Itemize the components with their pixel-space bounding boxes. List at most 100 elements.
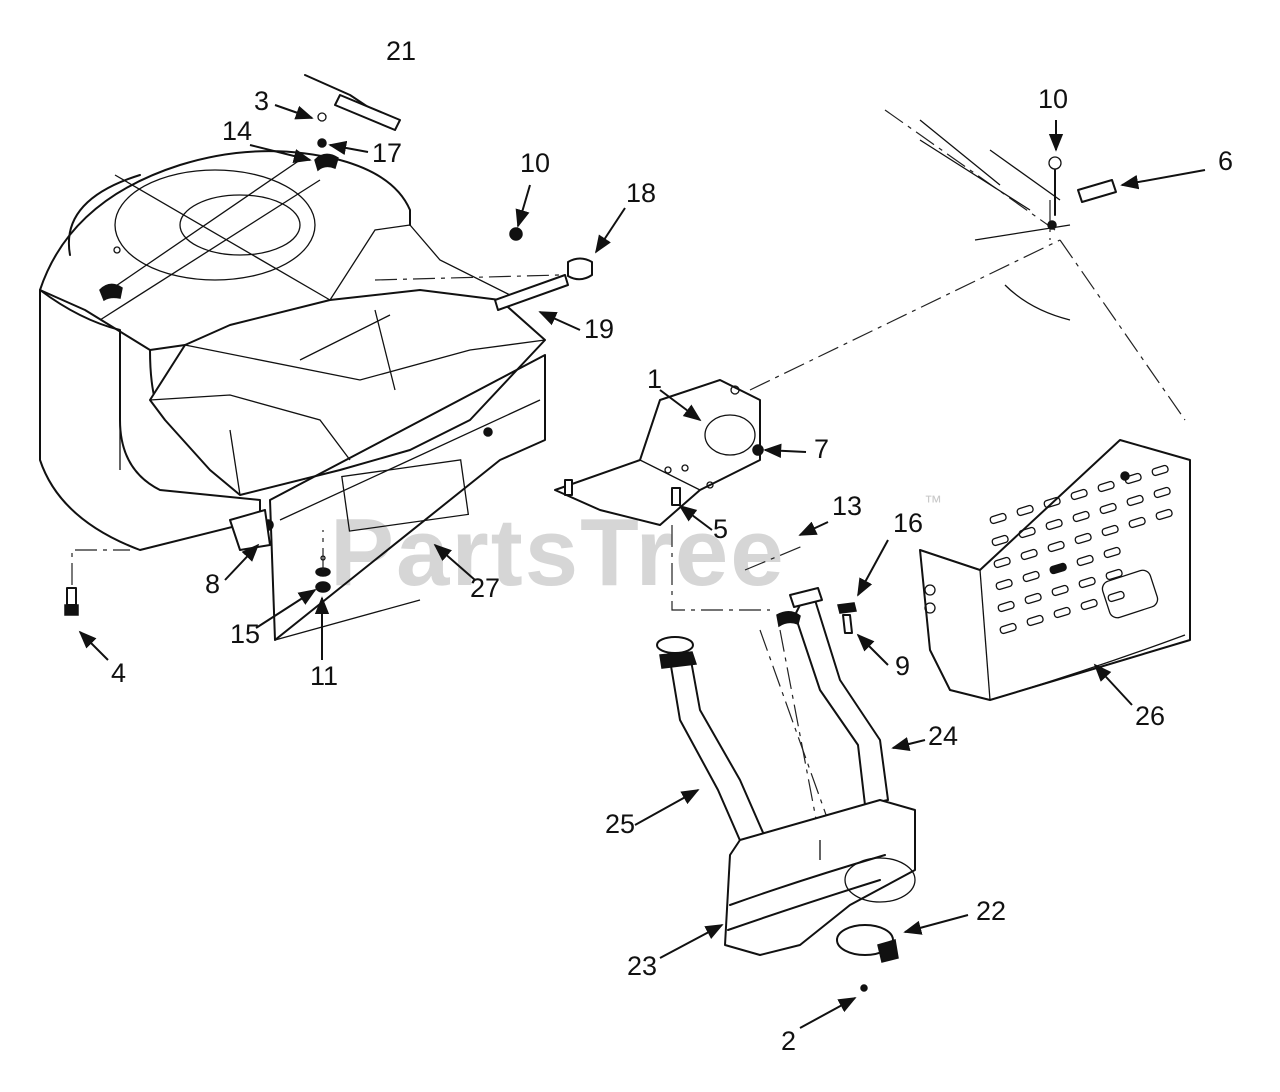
- callout-leader-25: [634, 789, 700, 826]
- callout-leader-18: [595, 207, 626, 254]
- callout-leader-22: [903, 914, 969, 935]
- exhaust-pipes: [656, 587, 889, 869]
- grille-slot: [1128, 516, 1146, 529]
- grille-26: [919, 439, 1191, 701]
- grille-slots: [989, 464, 1173, 635]
- callout-leader-4: [78, 630, 109, 661]
- callout-leader-10: [515, 184, 531, 228]
- callout-leader-1: [659, 389, 702, 422]
- grille-slot: [1074, 532, 1092, 545]
- callout-label-5: 5: [713, 514, 728, 544]
- callout-label-27: 27: [470, 573, 500, 603]
- callout-leader-7: [763, 443, 807, 458]
- callout-leader-19: [538, 311, 581, 331]
- grille-slot: [993, 556, 1011, 569]
- grille-slot: [1097, 480, 1115, 493]
- callout-label-15: 15: [230, 619, 260, 649]
- callout-label-23: 23: [627, 951, 657, 981]
- assembly-lines: [71, 109, 1186, 841]
- grille-slot: [1022, 570, 1040, 583]
- grille-slot: [1045, 518, 1063, 531]
- callout-leader-6: [1120, 169, 1206, 190]
- grille-slot: [1126, 494, 1144, 507]
- callout-label-9: 9: [895, 651, 910, 681]
- callout-label-25: 25: [605, 809, 635, 839]
- grille-slot: [999, 622, 1017, 635]
- callout-leader-24: [891, 737, 926, 752]
- callout-leader-2: [799, 997, 857, 1029]
- callout-label-10: 10: [1038, 84, 1068, 114]
- callout-leader-16: [857, 539, 889, 597]
- grille-slot: [1099, 502, 1117, 515]
- grille-slot: [1101, 524, 1119, 537]
- callout-label-22: 22: [976, 896, 1006, 926]
- grille-slot: [1151, 464, 1169, 477]
- callout-label-7: 7: [814, 434, 829, 464]
- grille-slot: [1072, 510, 1090, 523]
- grille-slot: [989, 512, 1007, 525]
- muffler-assembly: [724, 799, 916, 992]
- grille-slot: [1080, 598, 1098, 611]
- grille-slot: [1016, 504, 1034, 517]
- callout-label-26: 26: [1135, 701, 1165, 731]
- trademark-symbol: ™: [924, 492, 942, 512]
- callout-leader-17: [328, 140, 369, 156]
- grille-slot: [1043, 496, 1061, 509]
- grille-slot: [1051, 584, 1069, 597]
- grille-slot: [1053, 606, 1071, 619]
- watermark: PartsTree ™: [330, 492, 942, 606]
- left-hardware: [64, 74, 593, 616]
- callout-label-18: 18: [626, 178, 656, 208]
- grille-slot: [1049, 562, 1067, 575]
- grille-slot: [1047, 540, 1065, 553]
- callout-label-11: 11: [310, 661, 338, 691]
- top-cover-assembly: [149, 224, 546, 496]
- grille-slot: [1078, 576, 1096, 589]
- callout-leader-5: [678, 504, 713, 531]
- callout-label-8: 8: [205, 569, 220, 599]
- grille-slot: [1070, 488, 1088, 501]
- callout-label-6: 6: [1218, 146, 1233, 176]
- engine-housing: [39, 150, 411, 551]
- grille-slot: [1155, 508, 1173, 521]
- callout-label-10: 10: [520, 148, 550, 178]
- callout-label-13: 13: [832, 491, 862, 521]
- callout-leader-15: [255, 589, 317, 629]
- grille-slot: [1076, 554, 1094, 567]
- callout-leader-13: [798, 521, 829, 536]
- callout-label-21: 21: [386, 36, 416, 66]
- callout-leader-14: [249, 144, 312, 164]
- grille-slot: [1020, 548, 1038, 561]
- grille-slot: [1026, 614, 1044, 627]
- callout-label-14: 14: [222, 116, 252, 146]
- callout-leader-8: [224, 543, 260, 581]
- grille-slot: [1124, 472, 1142, 485]
- callout-label-2: 2: [781, 1026, 796, 1056]
- grille-slot: [991, 534, 1009, 547]
- grille-slot: [1103, 546, 1121, 559]
- grille-slot: [1153, 486, 1171, 499]
- callout-label-16: 16: [893, 508, 923, 538]
- grille-slot: [1107, 590, 1125, 603]
- callout-label-17: 17: [372, 138, 402, 168]
- callout-label-19: 19: [584, 314, 614, 344]
- grille-slot: [995, 578, 1013, 591]
- callout-label-4: 4: [111, 658, 126, 688]
- callout-leader-26: [1093, 663, 1133, 706]
- callout-label-3: 3: [254, 86, 269, 116]
- upper-right-hardware: [919, 119, 1117, 321]
- callout-leader-27: [433, 543, 476, 581]
- callout-leader-23: [659, 924, 724, 959]
- callout-leader-9: [856, 633, 889, 666]
- grille-slot: [1018, 526, 1036, 539]
- callout-label-24: 24: [928, 721, 958, 751]
- callout-leader-3: [274, 104, 314, 120]
- grille-slot: [997, 600, 1015, 613]
- grille-slot: [1024, 592, 1042, 605]
- watermark-text: PartsTree: [330, 499, 786, 606]
- grille-slot: [1105, 568, 1123, 581]
- bracket-1: [554, 379, 764, 526]
- callout-label-1: 1: [647, 364, 662, 394]
